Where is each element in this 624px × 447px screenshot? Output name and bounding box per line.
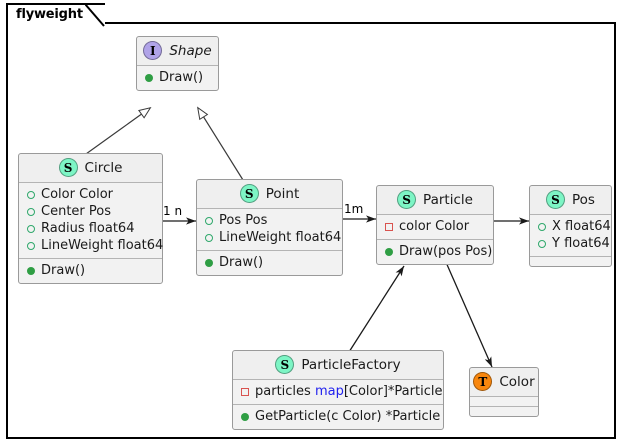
class-node-shape[interactable]: I Shape Draw(): [136, 36, 219, 91]
map-keyword: map: [314, 384, 344, 399]
class-node-pos[interactable]: S Pos X float64 Y float64: [529, 185, 612, 267]
methods-compartment-point: Draw(): [197, 250, 342, 275]
package-tab: flyweight: [6, 3, 105, 27]
member-label: color Color: [399, 219, 470, 234]
public-method-marker-icon: [27, 266, 35, 275]
member-row[interactable]: LineWeight float64: [26, 237, 163, 254]
methods-compartment-particle: Draw(pos Pos): [377, 239, 493, 264]
member-label-prefix: particles: [255, 384, 315, 399]
fields-compartment-particle: color Color: [377, 214, 493, 239]
public-method-marker-icon: [145, 73, 153, 82]
class-node-particlefactory[interactable]: S ParticleFactory particles map[Color]*P…: [232, 350, 444, 430]
class-header-pos: S Pos: [530, 186, 611, 214]
public-field-marker-icon: [538, 222, 546, 231]
edge-label-circle-point: 1 n: [163, 204, 183, 218]
member-label: Y float64: [552, 236, 610, 251]
member-label: Draw(): [219, 255, 264, 270]
member-label: Draw(): [41, 263, 86, 278]
methods-compartment-particlefactory: GetParticle(c Color) *Particle: [233, 404, 443, 429]
class-header-particle: S Particle: [377, 186, 493, 214]
member-row[interactable]: Color Color: [26, 186, 155, 203]
fields-compartment-particlefactory: particles map[Color]*Particle: [233, 379, 443, 404]
public-field-marker-icon: [27, 241, 35, 250]
class-node-particle[interactable]: S Particle color Color Draw(pos Pos): [376, 185, 494, 265]
class-title-point: Point: [265, 185, 300, 202]
public-field-marker-icon: [27, 207, 35, 216]
struct-badge-icon: S: [58, 158, 78, 177]
struct-badge-icon: S: [546, 190, 566, 209]
class-title-pos: Pos: [572, 191, 595, 208]
public-field-marker-icon: [205, 216, 213, 225]
member-label-suffix: [Color]*Particle: [343, 384, 443, 399]
interface-badge-icon: I: [143, 41, 163, 60]
member-label: particles map[Color]*Particle: [255, 383, 442, 400]
public-method-marker-icon: [385, 247, 393, 256]
member-label: GetParticle(c Color) *Particle: [255, 409, 441, 424]
class-header-shape: I Shape: [137, 37, 218, 65]
fields-compartment-circle: Color Color Center Pos Radius float64 Li…: [19, 182, 163, 258]
member-row[interactable]: Draw(): [144, 69, 211, 86]
private-field-marker-icon: [241, 387, 249, 396]
member-row[interactable]: Radius float64: [26, 220, 155, 237]
struct-badge-icon: S: [275, 355, 295, 374]
class-title-particle: Particle: [423, 191, 473, 208]
methods-compartment-circle: Draw(): [19, 258, 162, 283]
member-row[interactable]: LineWeight float64: [204, 229, 341, 246]
class-node-circle[interactable]: S Circle Color Color Center Pos Radius f…: [18, 153, 163, 284]
package-tab-label: flyweight: [16, 7, 83, 22]
member-label: Center Pos: [41, 204, 111, 219]
methods-compartment-color: [470, 406, 538, 416]
type-badge-icon: T: [473, 372, 493, 391]
member-label: LineWeight float64: [219, 230, 342, 245]
public-method-marker-icon: [241, 412, 249, 421]
member-row[interactable]: color Color: [384, 218, 486, 235]
public-field-marker-icon: [27, 224, 35, 233]
public-field-marker-icon: [27, 190, 35, 199]
member-row[interactable]: Draw(): [204, 254, 335, 271]
private-field-marker-icon: [385, 222, 393, 231]
member-label: Draw(): [159, 70, 204, 85]
class-title-shape: Shape: [169, 42, 212, 59]
public-field-marker-icon: [205, 233, 213, 242]
member-row[interactable]: X float64: [537, 218, 611, 235]
class-node-color[interactable]: T Color: [469, 367, 539, 417]
class-title-color: Color: [499, 373, 535, 390]
member-row[interactable]: GetParticle(c Color) *Particle: [240, 408, 440, 425]
class-title-circle: Circle: [84, 159, 123, 176]
member-label: Radius float64: [41, 221, 135, 236]
public-field-marker-icon: [538, 239, 546, 248]
class-header-color: T Color: [470, 368, 538, 396]
class-header-circle: S Circle: [19, 154, 162, 182]
member-label: X float64: [552, 219, 611, 234]
methods-compartment-shape: Draw(): [137, 65, 218, 90]
methods-compartment-pos: [530, 256, 611, 266]
member-row[interactable]: Draw(pos Pos): [384, 243, 492, 260]
tab-corner-slash: [84, 4, 105, 27]
struct-badge-icon: S: [239, 184, 259, 203]
member-row[interactable]: Center Pos: [26, 203, 155, 220]
class-title-particlefactory: ParticleFactory: [301, 356, 401, 373]
member-row[interactable]: Pos Pos: [204, 212, 335, 229]
member-label: Color Color: [41, 187, 114, 202]
member-row[interactable]: particles map[Color]*Particle: [240, 383, 442, 400]
member-label: LineWeight float64: [41, 238, 164, 253]
member-row[interactable]: Y float64: [537, 235, 610, 252]
fields-compartment-color: [470, 396, 538, 406]
member-label: Pos Pos: [219, 213, 268, 228]
public-method-marker-icon: [205, 258, 213, 267]
class-node-point[interactable]: S Point Pos Pos LineWeight float64 Draw(…: [196, 179, 343, 276]
fields-compartment-point: Pos Pos LineWeight float64: [197, 208, 342, 250]
edge-label-point-particle: 1m: [344, 202, 364, 216]
fields-compartment-pos: X float64 Y float64: [530, 214, 611, 256]
struct-badge-icon: S: [397, 190, 417, 209]
member-label: Draw(pos Pos): [399, 244, 493, 259]
class-header-particlefactory: S ParticleFactory: [233, 351, 443, 379]
member-row[interactable]: Draw(): [26, 262, 155, 279]
class-header-point: S Point: [197, 180, 342, 208]
